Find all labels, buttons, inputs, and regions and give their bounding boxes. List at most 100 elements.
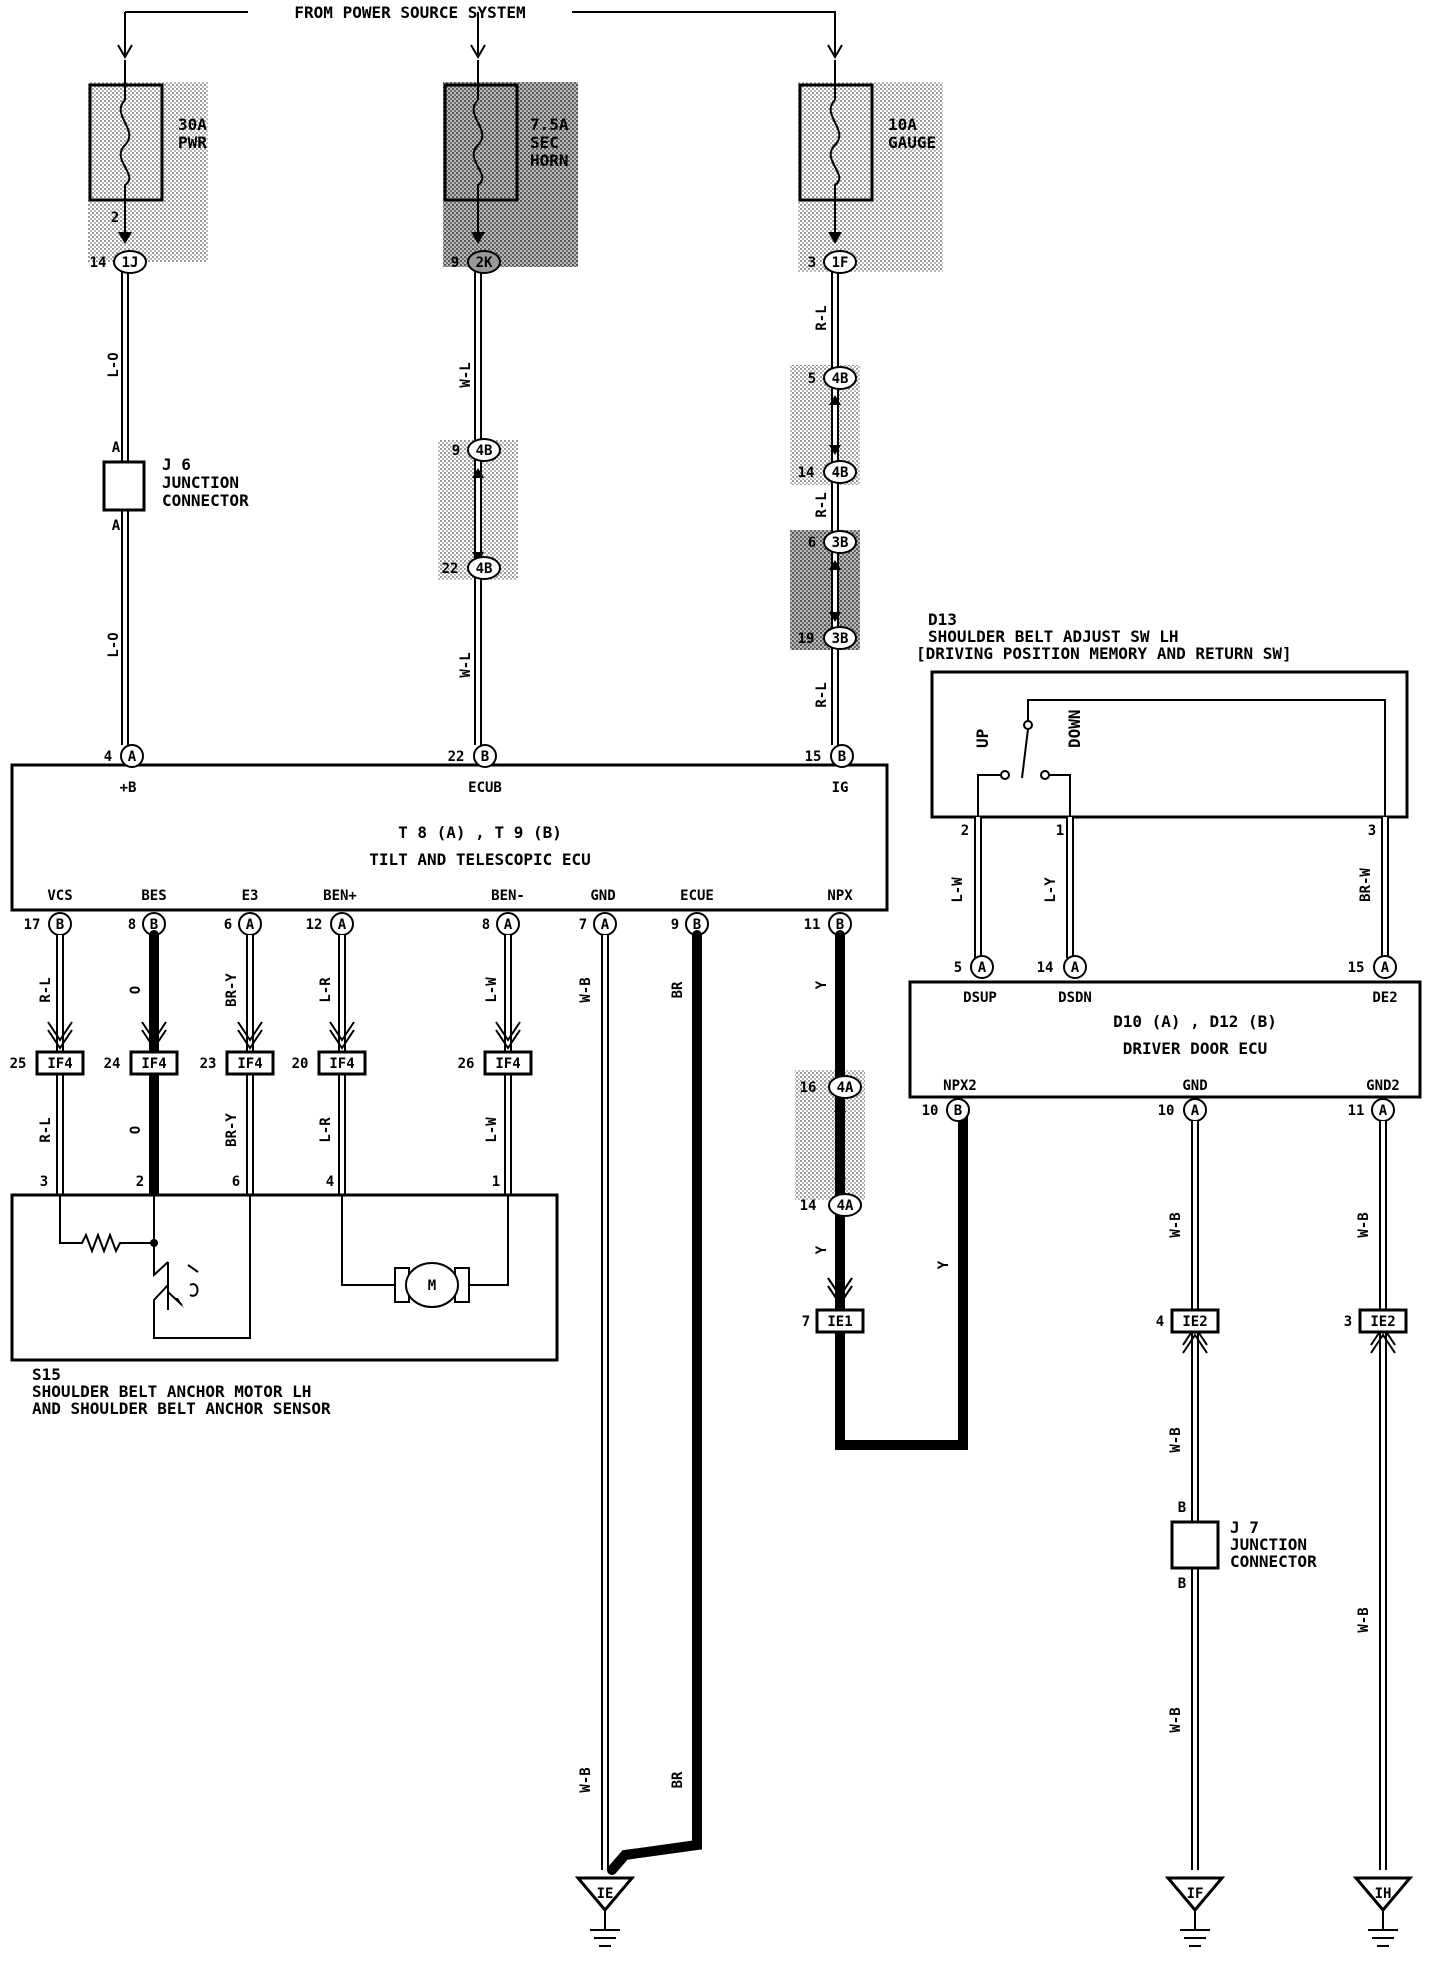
ecu-connector-ids: T 8 (A) , T 9 (B) — [398, 823, 562, 842]
bottom-pin: ECUE B 9 — [671, 888, 714, 936]
diagram-label: 15 — [1348, 960, 1365, 976]
diagram-label: 1 — [492, 1174, 500, 1190]
s15-anchor-motor-sensor: 3 2 6 4 1 M S15 SHOULDER BELT ANCHOR MOT… — [10, 1174, 559, 1418]
fuse-icon — [119, 60, 131, 240]
diagram-label: 3 — [808, 255, 816, 271]
ecu-name: TILT AND TELESCOPIC ECU — [369, 850, 591, 869]
inline-connector-1f: 1F 3 — [808, 250, 857, 274]
diagram-label: NPX — [827, 888, 853, 904]
diagram-label: B — [838, 749, 846, 765]
diagram-label: B — [954, 1103, 962, 1119]
diagram-label: 6 — [232, 1174, 240, 1190]
inline-connector-3b: 3B 6 — [808, 530, 857, 554]
diagram-label: 3 — [40, 1174, 48, 1190]
diagram-label: 8 — [128, 917, 136, 933]
inline-connector-4a: 4A 16 — [800, 1075, 862, 1099]
diagram-label: 23 — [200, 1056, 217, 1072]
diagram-label: A — [128, 749, 137, 765]
diagram-label: ECUE — [680, 888, 714, 904]
fuse-sec-horn: 7.5A SEC HORN — [443, 60, 578, 267]
diagram-label: 12 — [306, 917, 323, 933]
diagram-label: IF4 — [495, 1056, 520, 1072]
diagram-label: IF4 — [141, 1056, 166, 1072]
diagram-label: R-L — [38, 977, 54, 1002]
wire-color-label: W-L — [458, 652, 474, 677]
diagram-label: L-R — [318, 1117, 334, 1143]
diagram-label: 4B — [476, 443, 493, 459]
diagram-label: 4 — [326, 1174, 334, 1190]
inline-connector-4b: 4B 14 — [798, 460, 857, 484]
diagram-label: 2K — [476, 255, 493, 271]
wire-color-label: L-O — [106, 632, 122, 657]
bottom-pin: NPX B 11 — [804, 888, 853, 936]
component-id: D13 — [928, 610, 957, 629]
inline-connector-4b: 4B 9 — [452, 438, 501, 462]
diagram-label: IF — [1187, 1886, 1204, 1902]
diagram-label: 7 — [579, 917, 587, 933]
diagram-label: 4A — [837, 1198, 854, 1214]
diagram-label: 6 — [224, 917, 232, 933]
diagram-label: 1F — [832, 255, 849, 271]
diagram-label: B — [1178, 1500, 1186, 1516]
diagram-label: DSDN — [1058, 990, 1092, 1006]
top-pin: A 15 DE2 — [1348, 955, 1398, 1006]
diagram-label: A — [112, 518, 121, 534]
diagram-label: L-W — [484, 977, 500, 1003]
fuse-rating: 10A — [888, 115, 917, 134]
diagram-label: [DRIVING POSITION MEMORY AND RETURN SW] — [916, 644, 1292, 663]
diagram-label: 9 — [451, 255, 459, 271]
diagram-label: 9 — [452, 443, 460, 459]
diagram-label: 26 — [458, 1056, 475, 1072]
diagram-label: 20 — [292, 1056, 309, 1072]
diagram-label: SHOULDER BELT ANCHOR MOTOR LH — [32, 1382, 311, 1401]
diagram-label: IF4 — [47, 1056, 72, 1072]
diagram-label: 5 — [954, 960, 962, 976]
diagram-label: O — [128, 1126, 144, 1134]
diagram-label: B — [693, 917, 701, 933]
ecu-connector-ids: D10 (A) , D12 (B) — [1113, 1012, 1277, 1031]
if4-connector: IF4 25 — [10, 1050, 85, 1076]
diagram-label: IE — [597, 1886, 614, 1902]
diagram-label: DSUP — [963, 990, 997, 1006]
diagram-label: GND — [590, 888, 615, 904]
diagram-label: JUNCTION — [162, 473, 239, 492]
diagram-label: 11 — [804, 917, 821, 933]
ground-ie: IE — [574, 1876, 636, 1947]
diagram-label: IF4 — [329, 1056, 354, 1072]
inline-connector-4a: 4A 14 — [800, 1193, 862, 1217]
ground-ih: IH — [1352, 1876, 1414, 1947]
bottom-pin: GND A 7 — [579, 888, 617, 936]
if4-connector: IF4 20 — [292, 1050, 367, 1076]
diagram-label: BR — [670, 981, 686, 998]
diagram-label: 17 — [24, 917, 41, 933]
fuse-icon — [472, 60, 484, 240]
diagram-label: 10 — [922, 1103, 939, 1119]
diagram-label: 22 — [448, 749, 465, 765]
inline-connector-4b: 4B 22 — [442, 556, 501, 580]
inline-connector-1j: 1J 14 — [90, 250, 147, 274]
fuse-icon — [829, 60, 841, 240]
diagram-label: IE2 — [1370, 1314, 1395, 1330]
diagram-label: 25 — [10, 1056, 27, 1072]
diagram-label: 10 — [1158, 1103, 1175, 1119]
diagram-label: 19 — [798, 631, 815, 647]
d13-shoulder-belt-adjust-switch: D13 SHOULDER BELT ADJUST SW LH [DRIVING … — [916, 610, 1409, 839]
ground-if: IF — [1164, 1876, 1226, 1947]
diagram-label: BR-Y — [224, 973, 240, 1007]
top-pin: B 22 ECUB — [448, 744, 502, 796]
diagram-label: 4 — [104, 749, 112, 765]
diagram-label: 4B — [832, 465, 849, 481]
diagram-label: 3 — [1344, 1314, 1352, 1330]
diagram-label: 4 — [1156, 1314, 1164, 1330]
diagram-label: 14 — [800, 1198, 817, 1214]
diagram-label: 1 — [1056, 823, 1064, 839]
inline-connector-4b: 4B 5 — [808, 366, 857, 390]
diagram-label: 7 — [802, 1314, 810, 1330]
diagram-label: 4B — [476, 561, 493, 577]
diagram-label: 4B — [832, 371, 849, 387]
bottom-pin: BEN- A 8 — [482, 888, 525, 936]
diagram-label: W-B — [1168, 1707, 1184, 1732]
